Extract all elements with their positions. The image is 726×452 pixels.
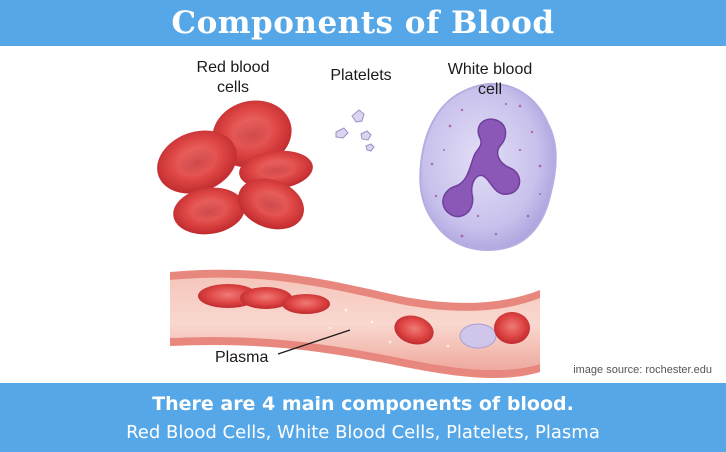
components-list: Red Blood Cells, White Blood Cells, Plat… — [126, 422, 600, 443]
summary-banner: There are 4 main components of blood. Re… — [0, 383, 726, 452]
white-blood-cell-label: White blood cell — [430, 60, 550, 100]
blood-vessel-icon — [170, 269, 540, 379]
page-title: Components of Blood — [171, 5, 555, 41]
white-blood-cell-icon — [419, 82, 557, 251]
red-blood-cells-label: Red blood cells — [178, 58, 288, 98]
plasma-label: Plasma — [215, 349, 269, 366]
label-line: cells — [216, 79, 249, 96]
red-blood-cell-icon — [173, 187, 245, 235]
title-banner: Components of Blood — [0, 0, 726, 46]
red-blood-cell-icon — [238, 178, 304, 230]
label-line: White blood — [447, 61, 533, 78]
plasma-pointer-line — [277, 329, 351, 355]
image-source-credit: image source: rochester.edu — [573, 364, 712, 376]
blood-components-figure: Red blood cells Platelets White blood ce… — [0, 46, 726, 383]
summary-text: There are 4 main components of blood. — [152, 393, 574, 415]
platelet-icon — [335, 109, 375, 152]
platelets-label: Platelets — [330, 67, 392, 84]
label-line: Red blood — [196, 59, 270, 76]
red-blood-cell-icon — [157, 130, 237, 194]
illustration — [157, 82, 557, 379]
label-line: cell — [477, 81, 502, 98]
